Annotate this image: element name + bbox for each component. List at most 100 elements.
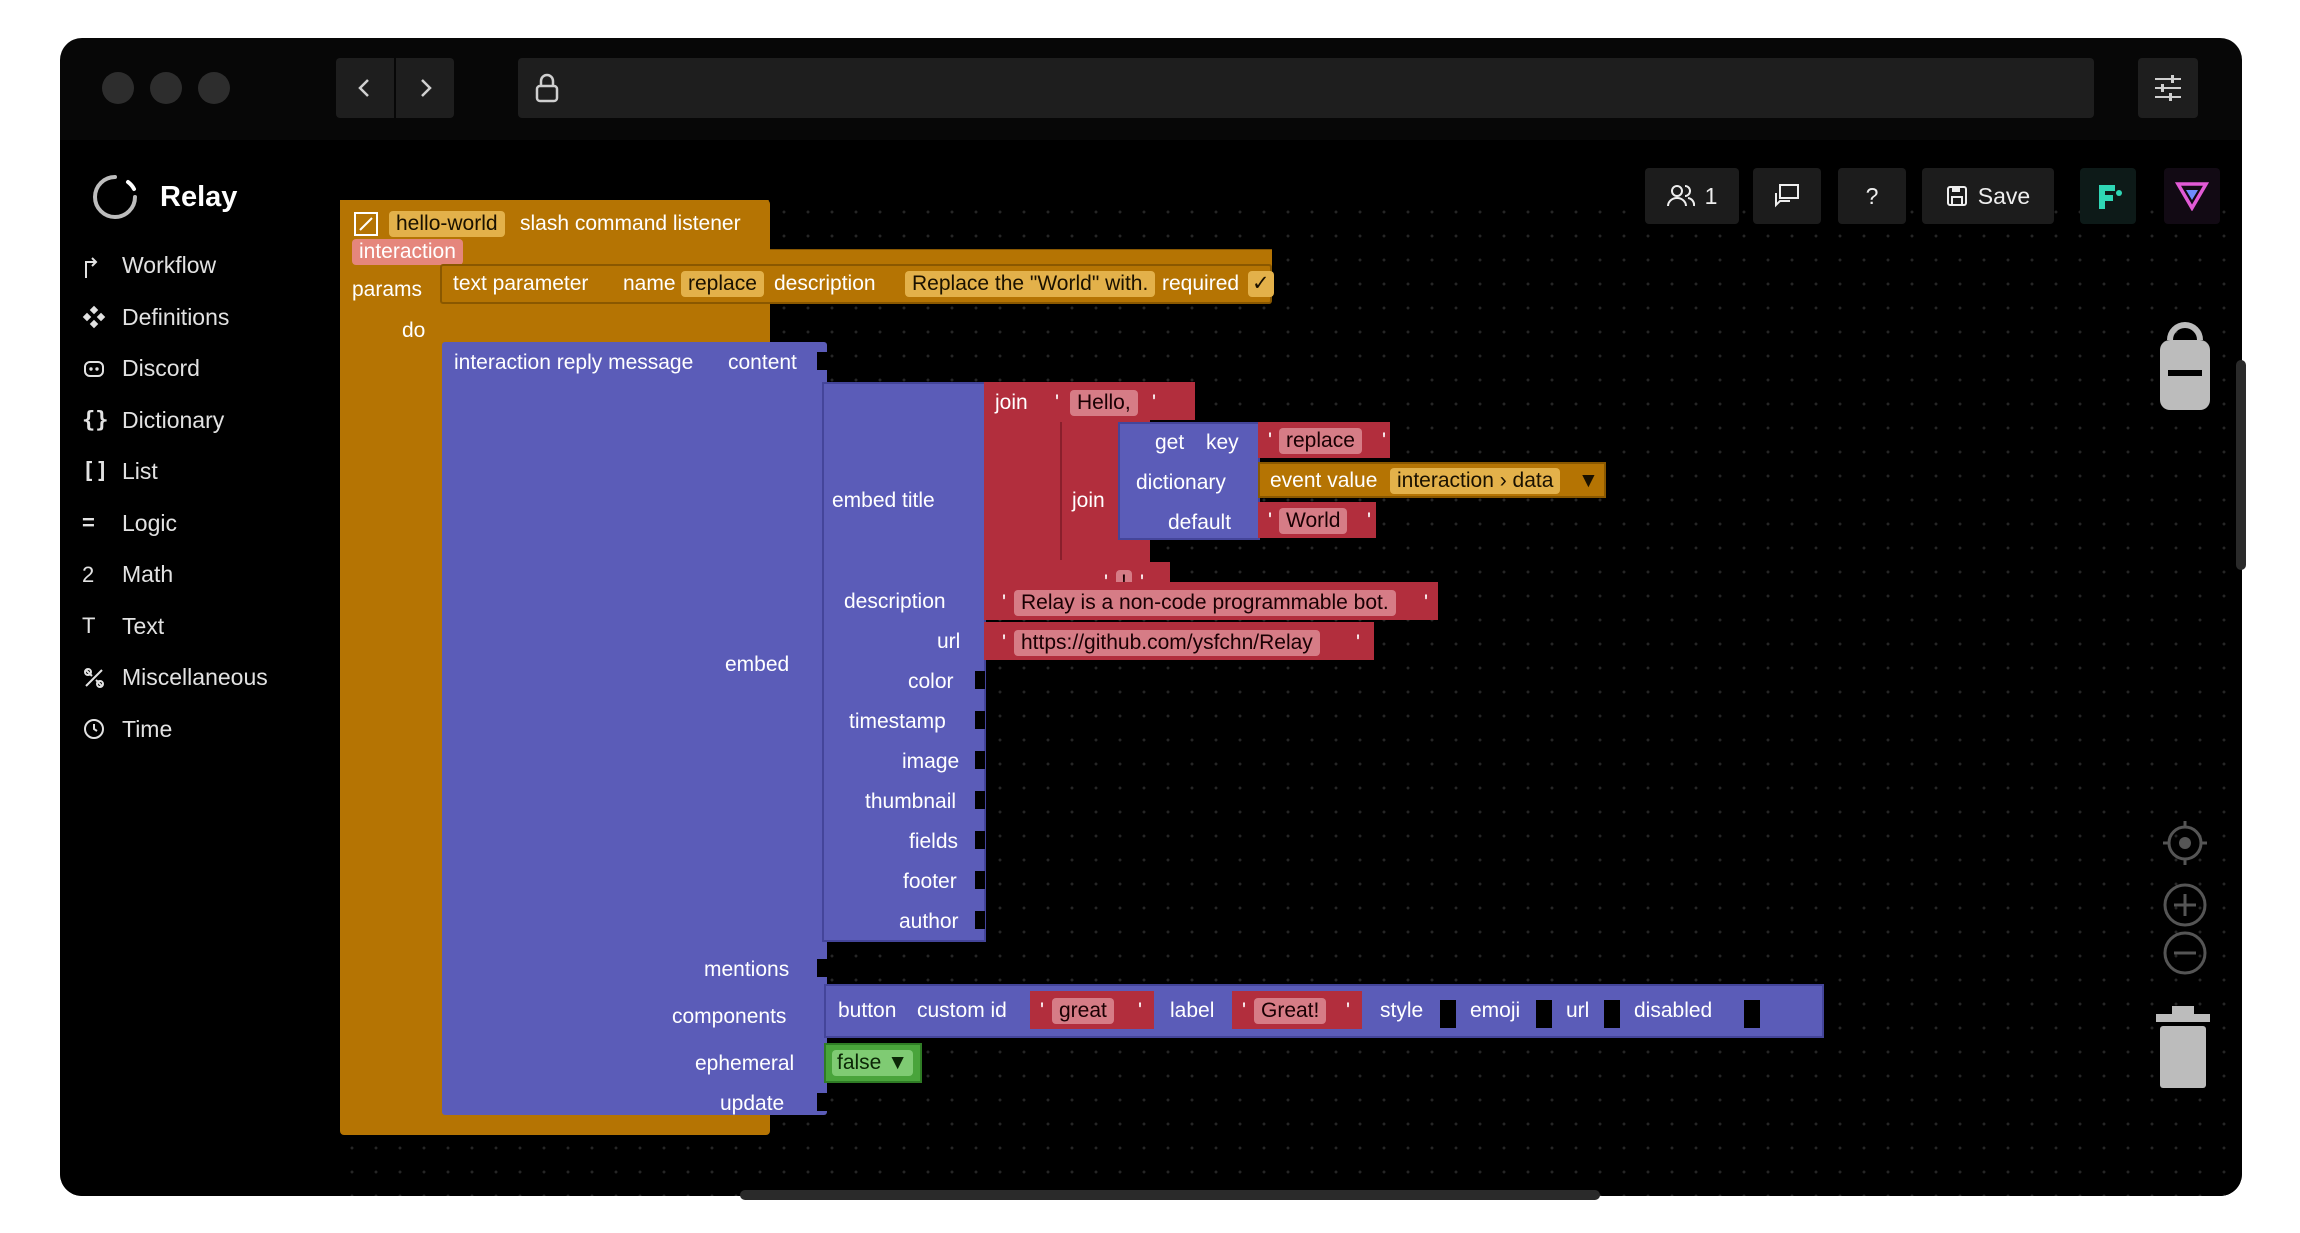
- image-socket[interactable]: [975, 751, 985, 769]
- zoom-out-icon[interactable]: [2162, 930, 2208, 976]
- button-url-label: url: [1566, 999, 1590, 1022]
- url-socket[interactable]: [1604, 1000, 1620, 1028]
- event-value-dropdown[interactable]: interaction › data: [1390, 468, 1561, 494]
- content-socket[interactable]: [817, 352, 827, 370]
- text-parameter-label: text parameter: [453, 272, 589, 295]
- button-label: button: [838, 999, 897, 1022]
- dictionary-label: dictionary: [1136, 471, 1226, 494]
- timestamp-socket[interactable]: [975, 711, 985, 729]
- sidebar-item-logic[interactable]: = Logic: [82, 498, 268, 550]
- url-text-field[interactable]: https://github.com/ysfchn/Relay: [1014, 630, 1320, 656]
- update-socket[interactable]: [817, 1093, 827, 1111]
- command-name-field[interactable]: hello-world: [389, 211, 505, 237]
- brand-f-icon: [2099, 185, 2122, 209]
- miscellaneous-icon: [82, 666, 122, 690]
- interaction-reply-block[interactable]: [442, 342, 827, 1115]
- description-text-field[interactable]: Relay is a non-code programmable bot.: [1014, 590, 1396, 616]
- label-text-field[interactable]: Great!: [1254, 998, 1327, 1024]
- thumbnail-socket[interactable]: [975, 791, 985, 809]
- embed-author-label: author: [899, 910, 959, 933]
- custom-id-text-field[interactable]: great: [1052, 998, 1114, 1024]
- mentions-socket[interactable]: [817, 959, 827, 977]
- backpack-icon[interactable]: [2150, 320, 2220, 420]
- browser-toolbar: [60, 38, 2242, 140]
- sidebar-item-discord[interactable]: Discord: [82, 343, 268, 395]
- vertical-scrollbar[interactable]: [2236, 360, 2246, 570]
- sidebar-item-text[interactable]: T Text: [82, 601, 268, 653]
- sidebar-item-label: Text: [122, 612, 165, 639]
- sidebar-item-label: Math: [122, 561, 174, 588]
- ephemeral-value: false: [837, 1051, 882, 1074]
- list-icon: []: [82, 459, 109, 485]
- footer-socket[interactable]: [975, 871, 985, 889]
- users-count: 1: [1704, 182, 1718, 209]
- sliders-icon: [2155, 75, 2181, 101]
- f-app-button[interactable]: [2080, 168, 2136, 224]
- embed-image-label: image: [902, 750, 960, 773]
- comments-button[interactable]: [1753, 168, 1821, 224]
- relay-logo-icon: [93, 175, 137, 219]
- sidebar-item-label: Dictionary: [122, 406, 225, 433]
- sidebar-item-math[interactable]: 2 Math: [82, 549, 268, 601]
- sidebar-item-dictionary[interactable]: {} Dictionary: [82, 395, 268, 447]
- param-description-field[interactable]: Replace the "World" with.: [905, 271, 1156, 297]
- interaction-variable[interactable]: interaction: [352, 239, 463, 265]
- window-close-dot[interactable]: [102, 72, 134, 104]
- help-button[interactable]: ?: [1838, 168, 1906, 224]
- block-workspace[interactable]: hello-world slash command listener inter…: [340, 200, 2240, 1196]
- key-text-field[interactable]: replace: [1279, 428, 1362, 454]
- emoji-socket[interactable]: [1536, 1000, 1552, 1028]
- disabled-socket[interactable]: [1744, 1000, 1760, 1028]
- browser-window: Relay Workflow Definitions Discord {} Di…: [60, 38, 2242, 1196]
- app-logo: Relay: [90, 172, 237, 222]
- back-button[interactable]: [336, 58, 394, 118]
- embed-url-label: url: [937, 630, 961, 653]
- get-label: get: [1155, 431, 1185, 454]
- dictionary-icon: {}: [82, 407, 109, 433]
- join-outer-label: join: [995, 391, 1028, 414]
- collaborators-button[interactable]: 1: [1645, 168, 1739, 224]
- recenter-icon[interactable]: [2162, 820, 2208, 866]
- params-label: params: [352, 278, 423, 301]
- embed-color-label: color: [908, 670, 954, 693]
- required-checkbox[interactable]: ✓: [1248, 271, 1274, 297]
- chevron-left-icon: [358, 79, 369, 97]
- forward-button[interactable]: [396, 58, 454, 118]
- text-icon: T: [82, 613, 96, 639]
- profile-button[interactable]: [2164, 168, 2220, 224]
- sidebar: Workflow Definitions Discord {} Dictiona…: [82, 240, 268, 755]
- window-minimize-dot[interactable]: [150, 72, 182, 104]
- horizontal-scrollbar[interactable]: [740, 1190, 1600, 1200]
- param-name-field[interactable]: replace: [681, 271, 764, 297]
- sidebar-item-miscellaneous[interactable]: Miscellaneous: [82, 652, 268, 704]
- save-button[interactable]: Save: [1922, 168, 2054, 224]
- sidebar-item-time[interactable]: Time: [82, 704, 268, 756]
- settings-button[interactable]: [2138, 58, 2198, 118]
- window-maximize-dot[interactable]: [198, 72, 230, 104]
- content-label: content: [728, 351, 797, 374]
- key-label: key: [1206, 431, 1239, 454]
- math-icon: 2: [82, 561, 95, 587]
- default-text-field[interactable]: World: [1279, 508, 1348, 534]
- sidebar-item-label: Time: [122, 715, 173, 742]
- sidebar-item-label: Miscellaneous: [122, 664, 268, 691]
- sidebar-item-label: Workflow: [122, 252, 217, 279]
- address-bar[interactable]: [518, 58, 2094, 118]
- embed-block[interactable]: [822, 382, 986, 942]
- edit-icon[interactable]: [353, 211, 379, 237]
- trash-icon[interactable]: [2150, 1000, 2216, 1096]
- style-socket[interactable]: [1440, 1000, 1456, 1028]
- default-label: default: [1168, 511, 1232, 534]
- join-block-inner[interactable]: [1060, 422, 1120, 560]
- hello-text-field[interactable]: Hello,: [1070, 390, 1138, 416]
- dropdown-arrow-icon[interactable]: ▼: [1578, 469, 1599, 492]
- sidebar-item-definitions[interactable]: Definitions: [82, 292, 268, 344]
- chevron-right-icon: [421, 79, 432, 97]
- fields-socket[interactable]: [975, 831, 985, 849]
- color-socket[interactable]: [975, 671, 985, 689]
- sidebar-item-workflow[interactable]: Workflow: [82, 240, 268, 292]
- author-socket[interactable]: [975, 911, 985, 929]
- ephemeral-dropdown[interactable]: false ▼: [832, 1050, 913, 1076]
- zoom-in-icon[interactable]: [2162, 882, 2208, 928]
- sidebar-item-list[interactable]: [] List: [82, 446, 268, 498]
